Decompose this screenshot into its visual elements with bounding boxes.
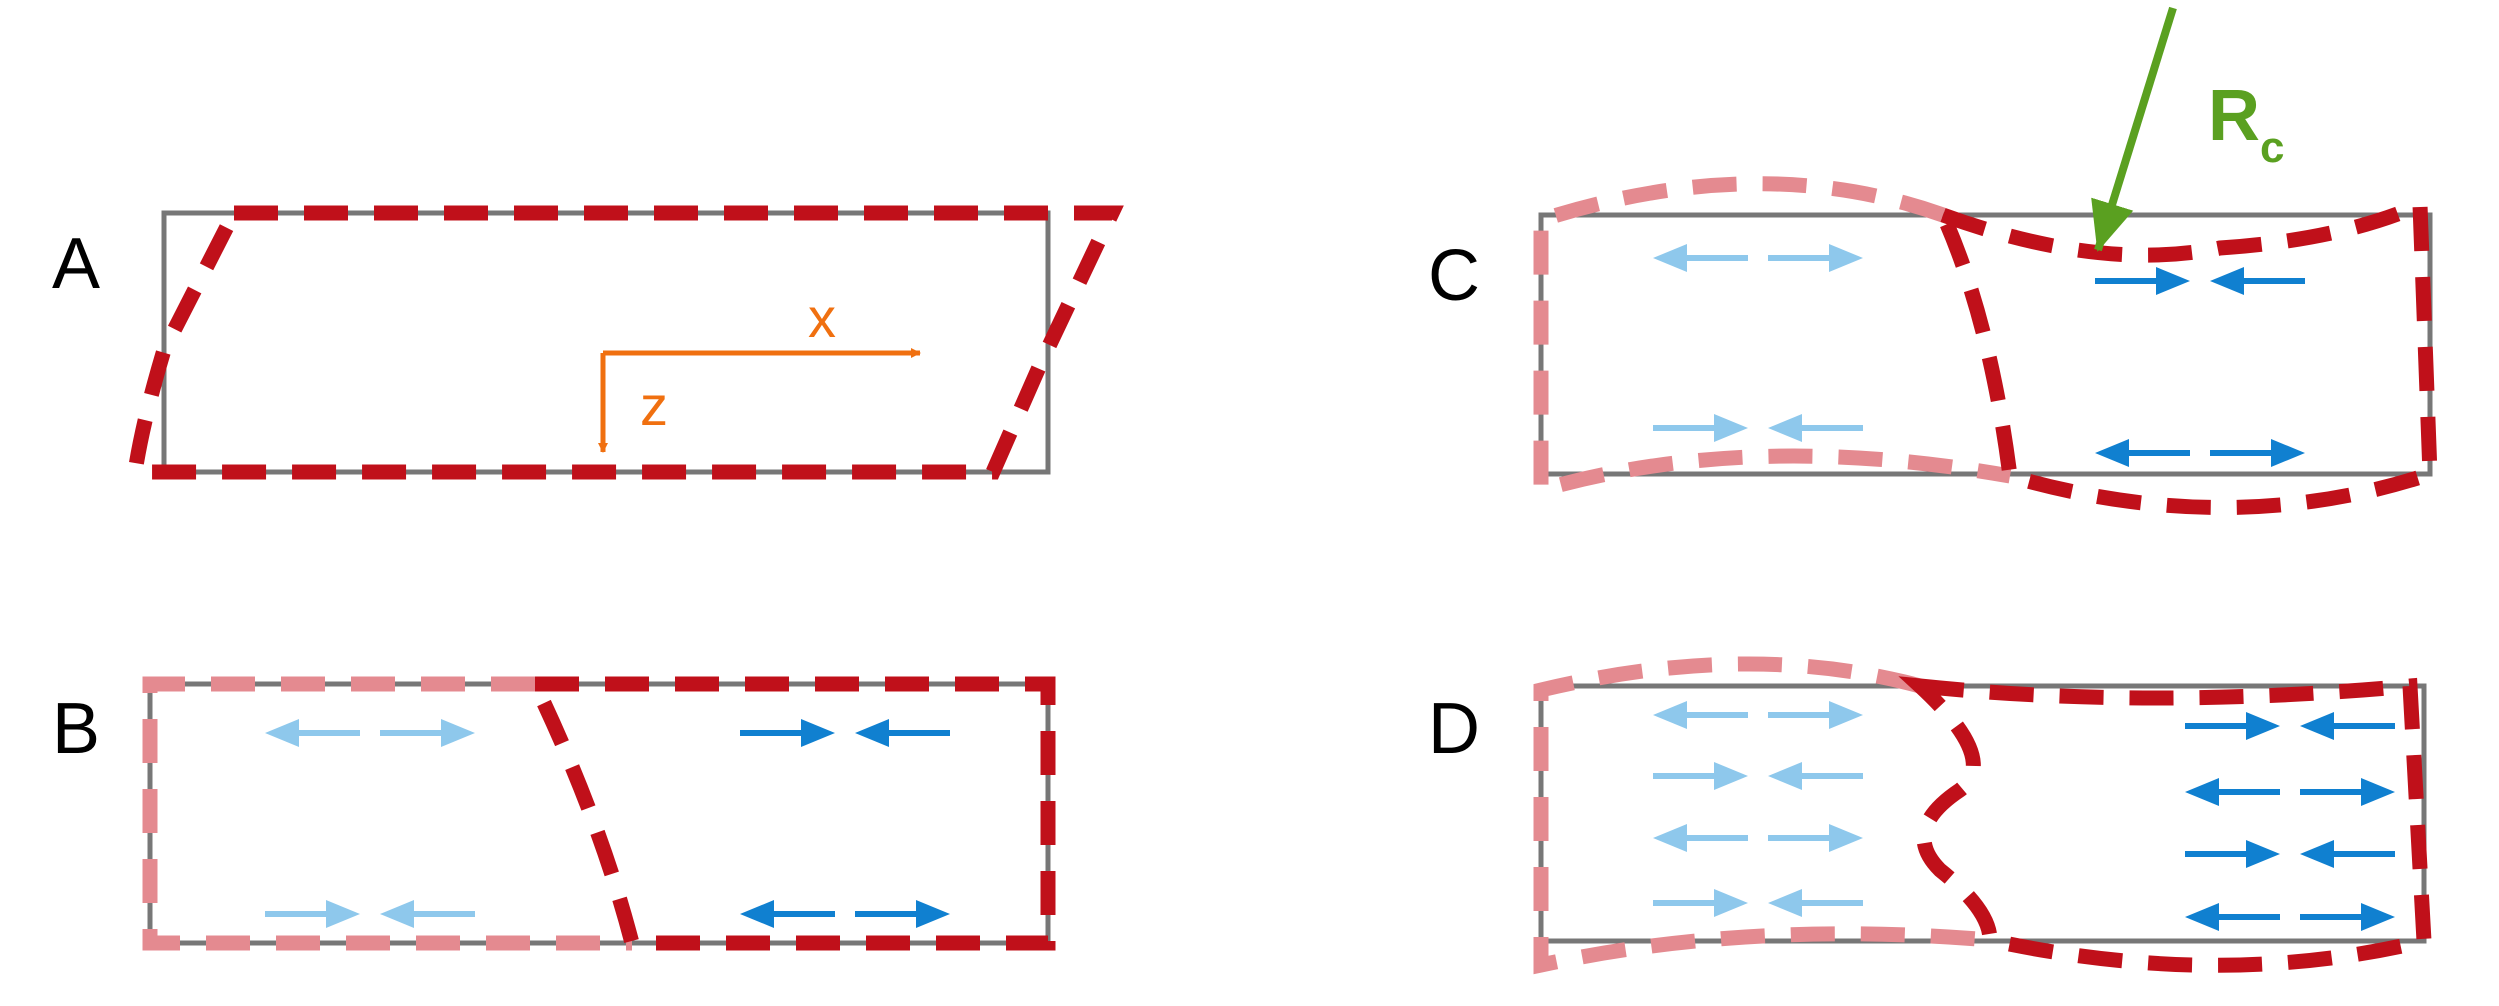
z-axis-label: z [640, 374, 668, 437]
strain-d-r4-right [2300, 903, 2395, 931]
strain-d-l1-left [1653, 701, 1748, 729]
axes-indicator: x z [598, 286, 921, 453]
x-axis-label: x [808, 286, 836, 349]
strain-d-l2-right [1768, 762, 1863, 790]
strain-d-r3-right [2300, 840, 2395, 868]
strain-d-l4-left [1653, 889, 1748, 917]
deformed-shape-c-right [1928, 193, 2438, 515]
strain-c-1-right [1768, 244, 1863, 272]
deformed-shape-b-right [523, 676, 1056, 951]
force-label: Rc [2208, 76, 2284, 172]
deformed-shape-d-right [1898, 676, 2432, 973]
strain-d-l2-left [1653, 762, 1748, 790]
panel-c: C Rc [1428, 6, 2438, 515]
strain-c-2-right [1768, 414, 1863, 442]
panel-d: D [1428, 656, 2432, 975]
strain-b-4-left [740, 900, 835, 928]
deformed-shape-a [126, 205, 1124, 480]
strain-b-1-left [265, 719, 360, 747]
deformed-shape-b-left [142, 676, 632, 951]
deformed-shape-d-left [1533, 656, 1991, 975]
force-arrow [2091, 6, 2177, 252]
strain-c-2-left [1653, 414, 1748, 442]
strain-c-4-right [2210, 439, 2305, 467]
applied-force: Rc [2091, 6, 2284, 252]
panel-b: B [52, 676, 1056, 951]
strain-arrows [265, 244, 2395, 931]
panel-label-c: C [1428, 236, 1480, 316]
strain-c-3-left [2095, 267, 2190, 295]
force-subscript: c [2260, 123, 2284, 172]
strain-b-3-left [740, 719, 835, 747]
strain-b-1-right [380, 719, 475, 747]
strain-b-2-right [380, 900, 475, 928]
deformed-shape-c-left [1533, 176, 2012, 500]
panel-a: A x z [52, 205, 1124, 480]
strain-c-4-left [2095, 439, 2190, 467]
panel-label-d: D [1428, 689, 1480, 769]
strain-b-2-left [265, 900, 360, 928]
force-symbol: R [2208, 76, 2260, 156]
strain-b-4-right [855, 900, 950, 928]
strain-d-r1-left [2185, 712, 2280, 740]
strain-d-r3-left [2185, 840, 2280, 868]
panel-label-a: A [52, 224, 100, 304]
reference-box-a [161, 210, 1051, 475]
strain-b-3-right [855, 719, 950, 747]
strain-d-l1-right [1768, 701, 1863, 729]
reference-box-b [147, 681, 1051, 946]
strain-c-3-right [2210, 267, 2305, 295]
strain-d-l3-right [1768, 824, 1863, 852]
strain-d-l3-left [1653, 824, 1748, 852]
strain-c-1-left [1653, 244, 1748, 272]
panel-label-b: B [52, 689, 100, 769]
strain-d-r1-right [2300, 712, 2395, 740]
strain-d-r2-right [2300, 778, 2395, 806]
strain-d-r4-left [2185, 903, 2280, 931]
strain-d-l4-right [1768, 889, 1863, 917]
strain-d-r2-left [2185, 778, 2280, 806]
